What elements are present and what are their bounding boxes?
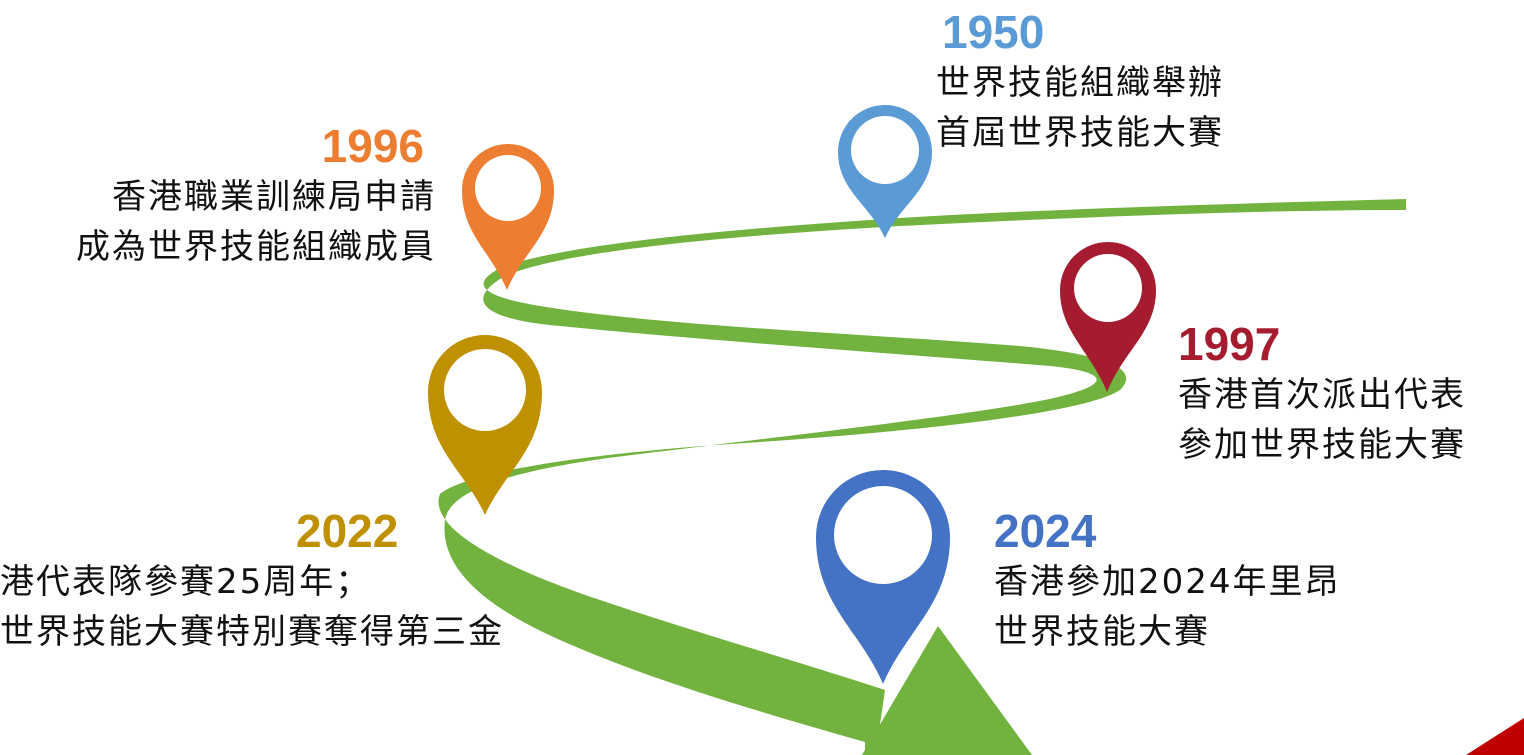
milestone-year: 2024: [994, 505, 1097, 557]
milestone-description-line2: 成為世界技能組織成員: [76, 227, 436, 267]
milestone-description-line2: 首屆世界技能大賽: [936, 113, 1224, 153]
milestone-1996: 1996 香港職業訓練局申請 成為世界技能組織成員: [0, 120, 436, 272]
milestone-description-line1: 香港職業訓練局申請: [112, 177, 436, 217]
map-pin-icon: [462, 144, 554, 290]
milestone-description-line1: 香港參加2024年里昂: [994, 562, 1341, 602]
road-arrow-head: [862, 626, 1032, 755]
map-pin-icon: [838, 105, 932, 238]
milestone-1997: 1997 香港首次派出代表 參加世界技能大賽: [1178, 318, 1524, 470]
corner-accent: [1466, 718, 1524, 755]
map-pin-icon: [428, 335, 542, 515]
milestone-description-line1: 港代表隊參賽25周年；: [0, 562, 372, 602]
milestone-description-line2: 世界技能大賽: [994, 612, 1210, 652]
milestone-2024: 2024 香港參加2024年里昂 世界技能大賽: [994, 505, 1414, 657]
map-pin-icon: [816, 470, 950, 684]
milestone-description-line1: 香港首次派出代表: [1178, 375, 1466, 415]
milestone-description-line1: 世界技能組織舉辦: [936, 63, 1224, 103]
milestone-description-line2: 參加世界技能大賽: [1178, 425, 1466, 465]
milestone-year: 1996: [321, 120, 424, 172]
milestone-year: 1997: [1178, 318, 1281, 370]
milestone-2022: 2022 港代表隊參賽25周年； 世界技能大賽特別賽奪得第三金: [0, 505, 600, 657]
milestone-description-line2: 世界技能大賽特別賽奪得第三金: [0, 612, 504, 652]
milestone-year: 1950: [942, 6, 1045, 58]
milestone-1950: 1950 世界技能組織舉辦 首屆世界技能大賽: [936, 6, 1296, 158]
milestone-year: 2022: [296, 505, 399, 557]
map-pin-icon: [1060, 242, 1156, 392]
